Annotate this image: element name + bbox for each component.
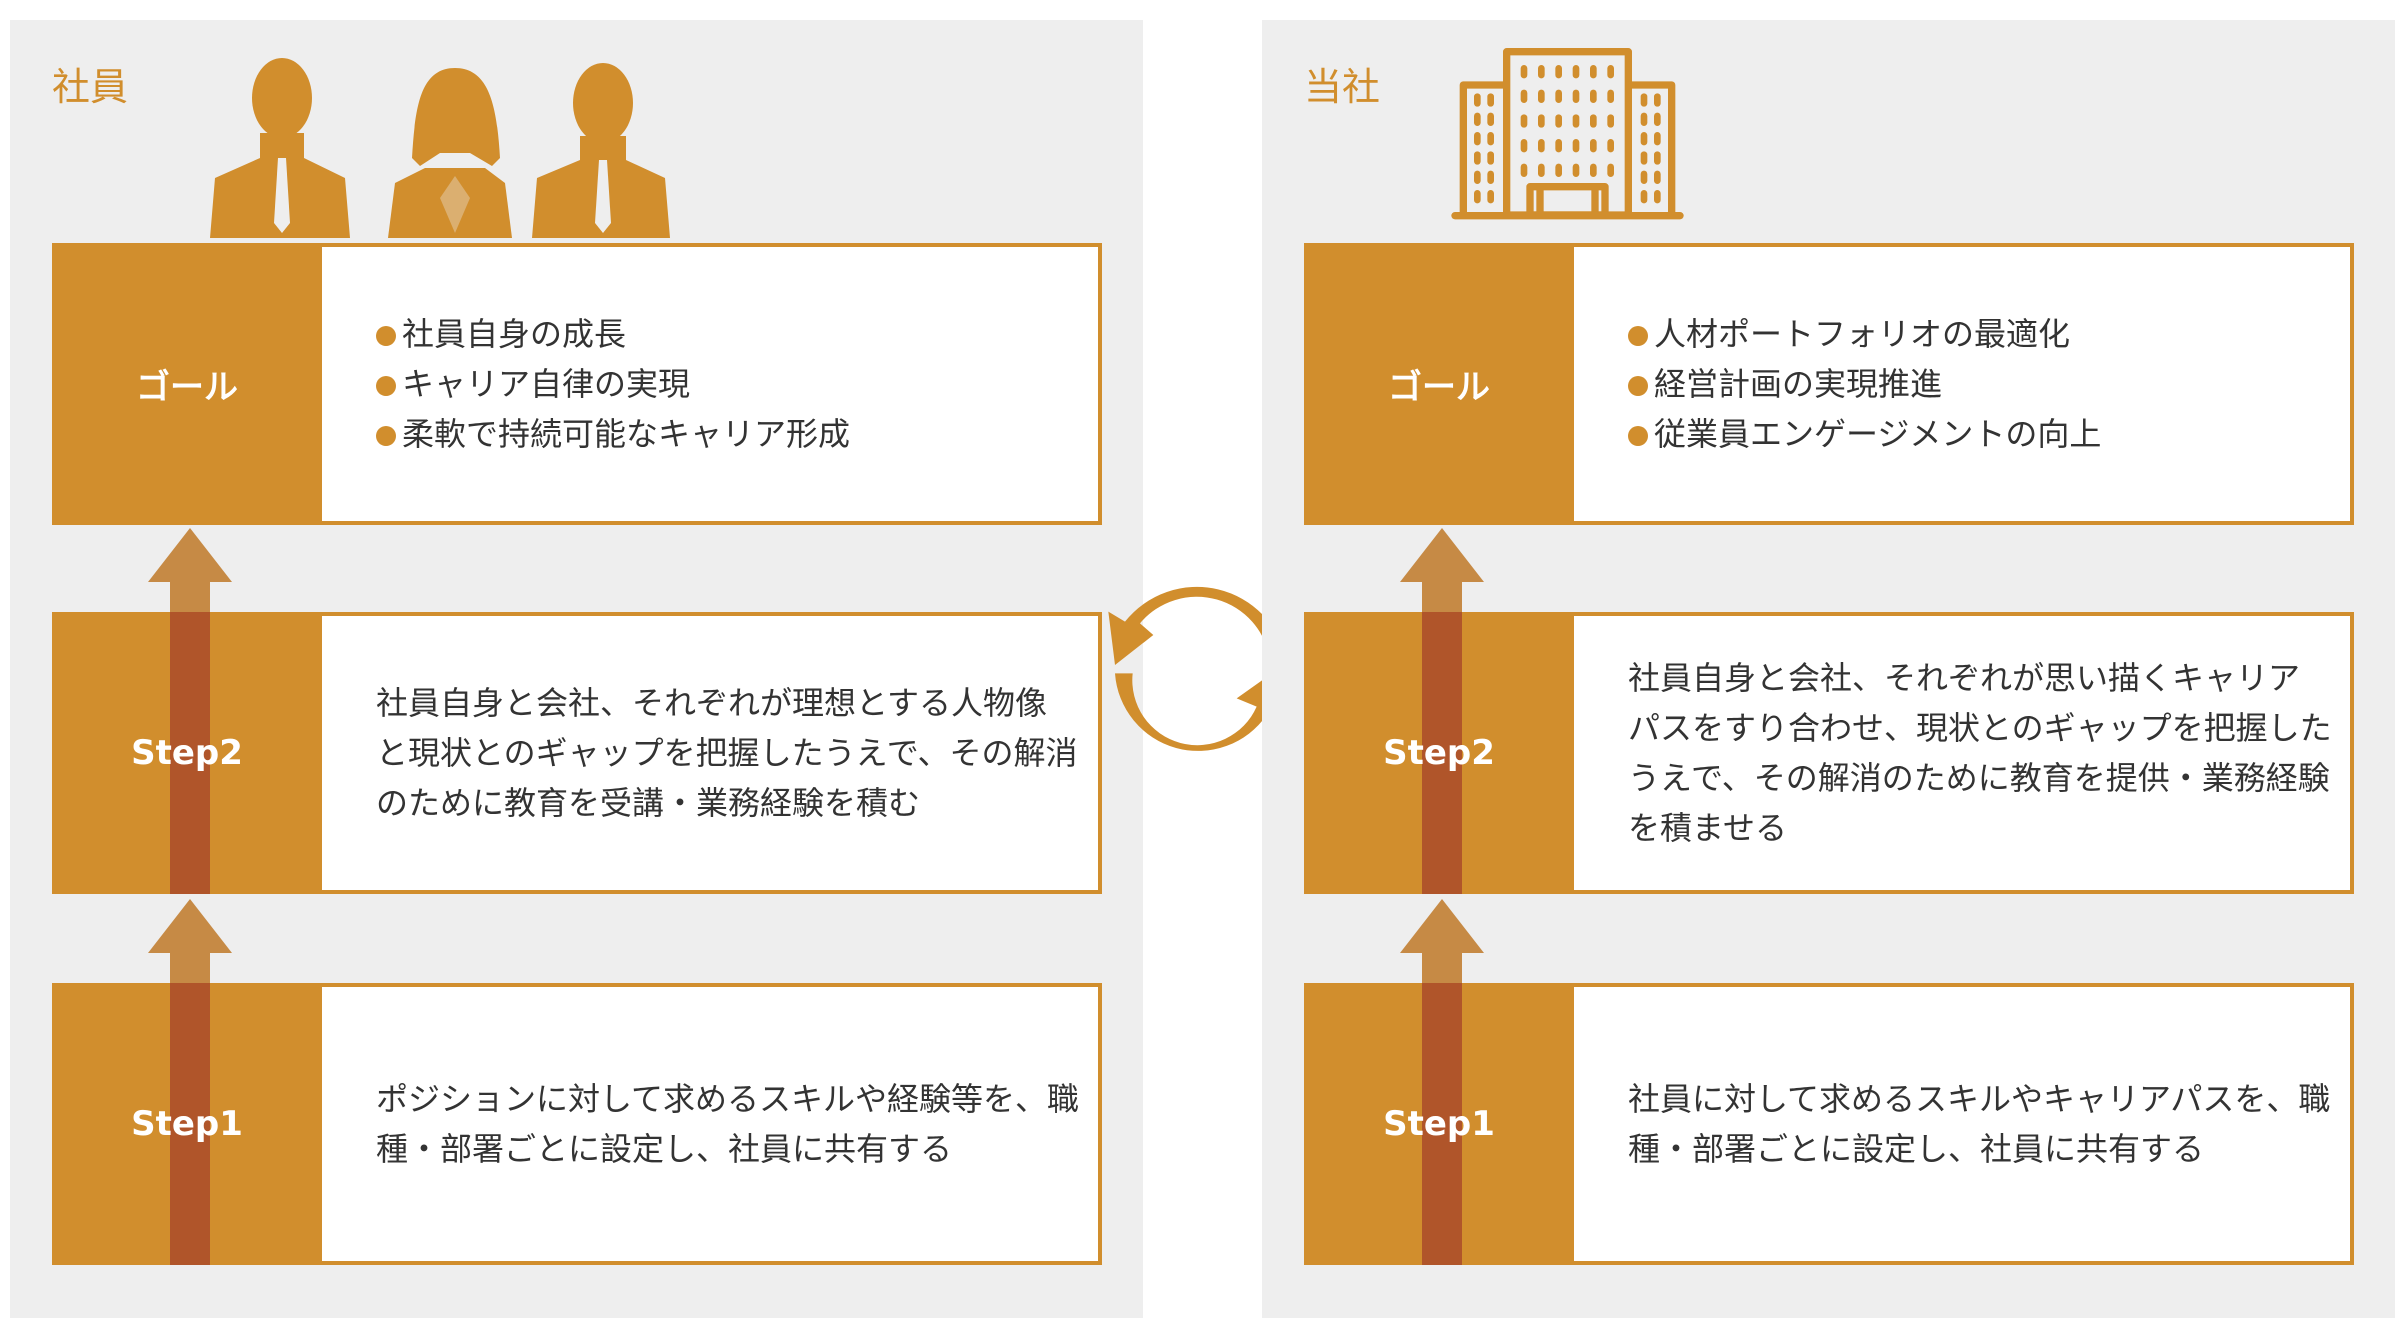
window	[1538, 139, 1545, 153]
window	[1654, 112, 1661, 126]
list-item: キャリア自律の実現	[376, 359, 1074, 409]
goal-label: ゴール	[1304, 243, 1574, 525]
window	[1538, 89, 1545, 103]
window	[1487, 132, 1494, 146]
employee-goal-box: ゴール 社員自身の成長 キャリア自律の実現 柔軟で持続可能なキャリア形成	[52, 243, 1102, 525]
window	[1487, 112, 1494, 126]
company-title: 当社	[1304, 65, 1381, 109]
window	[1520, 163, 1528, 177]
window	[1538, 114, 1545, 128]
arrow-shaft	[170, 983, 210, 1265]
arrow-shaft	[170, 612, 210, 894]
window	[1607, 65, 1614, 79]
arrow-shaft	[1422, 983, 1462, 1265]
window	[1607, 89, 1614, 103]
goal-label: ゴール	[52, 243, 322, 525]
step2-text: 社員自身と会社、それぞれが思い描くキャリア パスをすり合わせ、現状とのギャップを…	[1628, 659, 2332, 847]
window	[1640, 170, 1648, 184]
step1-text: 社員に対して求めるスキルやキャリアパスを、職 種・部署ごとに設定し、社員に共有す…	[1628, 1080, 2331, 1168]
window	[1590, 65, 1597, 79]
employee-title: 社員	[52, 65, 129, 109]
window	[1590, 114, 1597, 128]
window	[1474, 112, 1481, 126]
window	[1590, 163, 1597, 177]
arrow-shaft	[1422, 582, 1462, 612]
window	[1538, 65, 1545, 79]
window	[1590, 89, 1597, 103]
window	[1607, 114, 1614, 128]
window	[1640, 190, 1648, 204]
window	[1474, 170, 1481, 184]
window	[1487, 190, 1494, 204]
window	[1640, 151, 1648, 165]
company-goal-box: ゴール 人材ポートフォリオの最適化 経営計画の実現推進 従業員エンゲージメントの…	[1304, 243, 2354, 525]
window	[1520, 89, 1528, 103]
employees-icon	[210, 58, 670, 238]
goal-list: 社員自身の成長 キャリア自律の実現 柔軟で持続可能なキャリア形成	[376, 309, 1074, 459]
window	[1474, 151, 1481, 165]
window	[1654, 93, 1661, 107]
goal-list: 人材ポートフォリオの最適化 経営計画の実現推進 従業員エンゲージメントの向上	[1628, 309, 2326, 459]
building-icon	[1451, 47, 1684, 220]
window	[1487, 151, 1494, 165]
window	[1590, 139, 1597, 153]
window	[1654, 151, 1661, 165]
arrow-shaft	[170, 582, 210, 612]
window	[1640, 93, 1648, 107]
arrow-up-icon	[148, 899, 232, 953]
window	[1555, 65, 1562, 79]
window	[1640, 112, 1648, 126]
window	[1520, 139, 1528, 153]
step2-text: 社員自身と会社、それぞれが理想とする人物像 と現状とのギャップを把握したうえで、…	[376, 684, 1078, 822]
window	[1607, 139, 1614, 153]
window	[1555, 89, 1562, 103]
window	[1572, 89, 1580, 103]
arrow-shaft	[170, 953, 210, 983]
window	[1487, 170, 1494, 184]
window	[1474, 93, 1481, 107]
window	[1487, 93, 1494, 107]
window	[1538, 163, 1545, 177]
company-panel: 当社 ゴール 人材ポートフォリオの最適化 経営計画の実現推進 従業員エンゲージメ…	[1262, 20, 2395, 1318]
arrow-up-icon	[1400, 528, 1484, 582]
arrow-shaft	[1422, 612, 1462, 894]
window	[1474, 190, 1481, 204]
window	[1520, 65, 1528, 79]
list-item: 社員自身の成長	[376, 309, 1074, 359]
arrow-up-icon	[148, 528, 232, 582]
employee-step2-box: Step2 社員自身と会社、それぞれが理想とする人物像 と現状とのギャップを把握…	[52, 612, 1102, 894]
woman-icon	[388, 68, 512, 238]
window	[1572, 139, 1580, 153]
window	[1572, 65, 1580, 79]
window	[1572, 163, 1580, 177]
window	[1607, 163, 1614, 177]
window	[1555, 139, 1562, 153]
window	[1555, 163, 1562, 177]
window	[1654, 190, 1661, 204]
window	[1555, 114, 1562, 128]
list-item: 人材ポートフォリオの最適化	[1628, 309, 2326, 359]
cycle-arrows-icon	[1108, 586, 1287, 751]
arrow-up-icon	[1400, 899, 1484, 953]
list-item: 柔軟で持続可能なキャリア形成	[376, 409, 1074, 459]
list-item: 経営計画の実現推進	[1628, 359, 2326, 409]
list-item: 従業員エンゲージメントの向上	[1628, 409, 2326, 459]
window	[1640, 132, 1648, 146]
step1-text: ポジションに対して求めるスキルや経験等を、職 種・部署ごとに設定し、社員に共有す…	[376, 1080, 1080, 1168]
employee-panel: 社員 ゴール 社員自身の成長 キャリア自律の実現 柔軟で持続可能なキャリア形成 …	[10, 20, 1143, 1318]
arrow-shaft	[1422, 953, 1462, 983]
window	[1572, 114, 1580, 128]
window	[1474, 132, 1481, 146]
window	[1520, 114, 1528, 128]
window	[1654, 170, 1661, 184]
window	[1654, 132, 1661, 146]
